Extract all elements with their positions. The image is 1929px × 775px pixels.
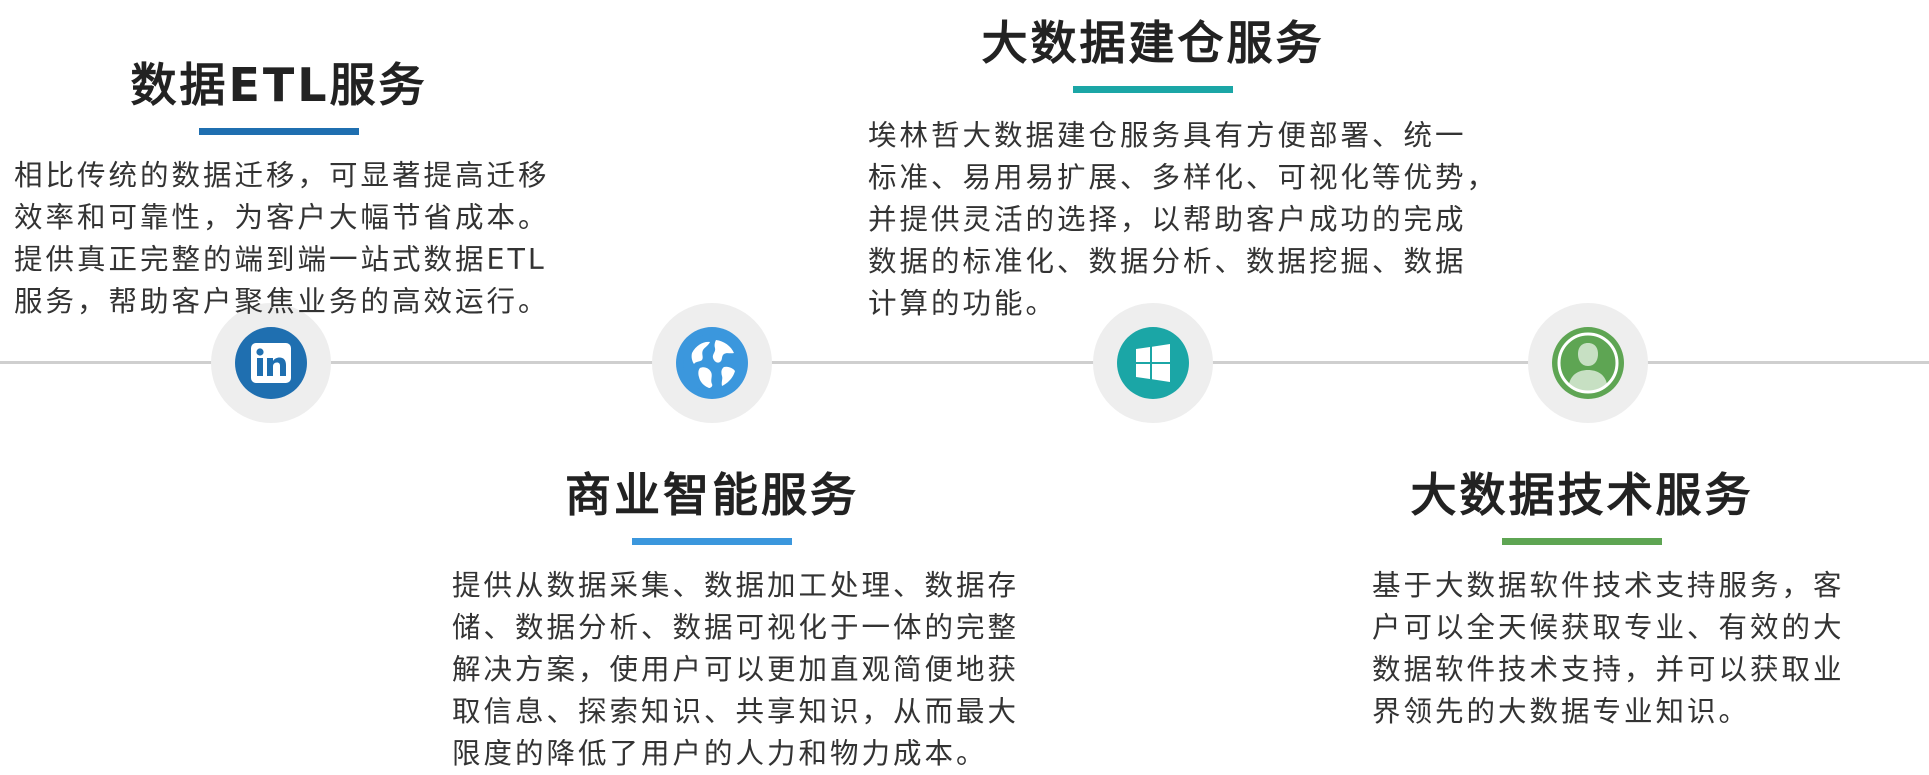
bi-title: 商业智能服务 xyxy=(565,468,859,522)
tech-title: 大数据技术服务 xyxy=(1410,468,1754,522)
bi-service-block: 商业智能服务 提供从数据采集、数据加工处理、数据存 储、数据分析、数据可视化于一… xyxy=(452,472,1072,775)
etl-underline xyxy=(199,128,359,135)
user-icon xyxy=(1552,327,1624,399)
bi-underline xyxy=(632,538,792,545)
globe-icon xyxy=(676,327,748,399)
tech-service-block: 大数据技术服务 基于大数据软件技术支持服务，客 户可以全天候获取专业、有效的大 … xyxy=(1372,472,1912,733)
windows-icon xyxy=(1117,327,1189,399)
dw-service-block: 大数据建仓服务 埃林哲大数据建仓服务具有方便部署、统一 标准、易用易扩展、多样化… xyxy=(868,20,1508,325)
dw-underline xyxy=(1073,86,1233,93)
dw-description: 埃林哲大数据建仓服务具有方便部署、统一 标准、易用易扩展、多样化、可视化等优势，… xyxy=(868,119,1499,320)
tech-node xyxy=(1528,303,1648,423)
dw-title: 大数据建仓服务 xyxy=(981,16,1325,70)
tech-description: 基于大数据软件技术支持服务，客 户可以全天候获取专业、有效的大 数据软件技术支持… xyxy=(1372,569,1845,728)
dw-node xyxy=(1093,303,1213,423)
bi-node xyxy=(652,303,772,423)
etl-title: 数据ETL服务 xyxy=(130,58,428,112)
etl-description: 相比传统的数据迁移，可显著提高迁移 效率和可靠性，为客户大幅节省成本。 提供真正… xyxy=(14,159,550,318)
bi-description: 提供从数据采集、数据加工处理、数据存 储、数据分析、数据可视化于一体的完整 解决… xyxy=(452,569,1020,770)
tech-underline xyxy=(1502,538,1662,545)
etl-service-block: 数据ETL服务 相比传统的数据迁移，可显著提高迁移 效率和可靠性，为客户大幅节省… xyxy=(14,62,589,323)
etl-node xyxy=(211,303,331,423)
timeline-line xyxy=(0,361,1929,364)
linkedin-icon xyxy=(235,327,307,399)
